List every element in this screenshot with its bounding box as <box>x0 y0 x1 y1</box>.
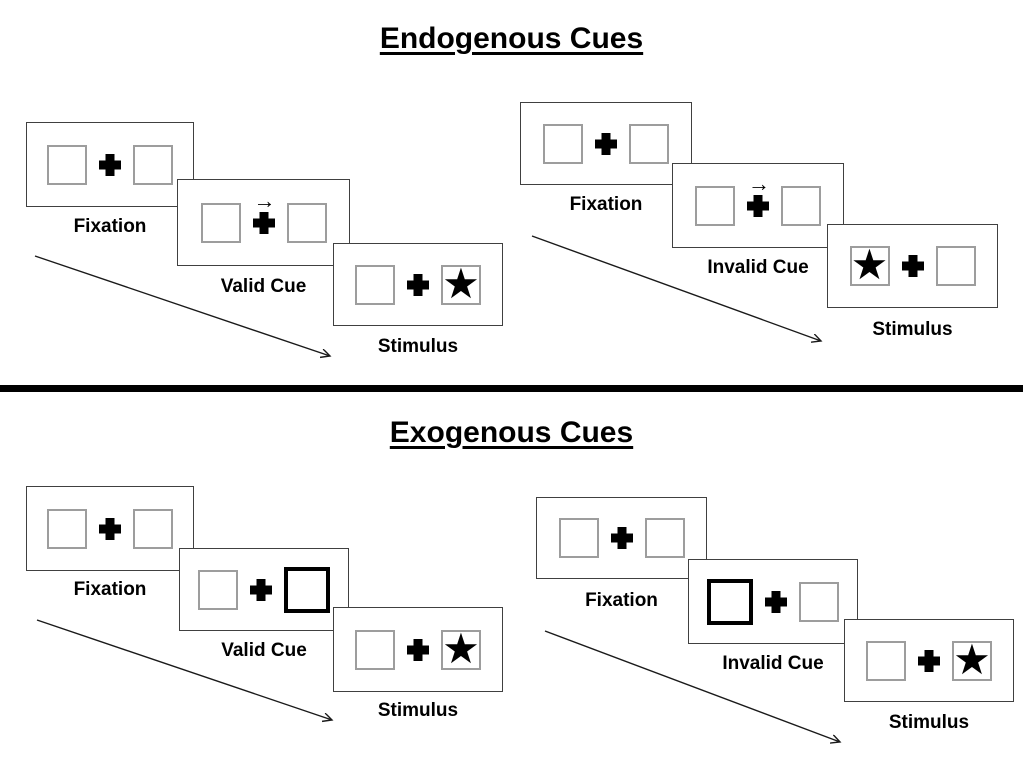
step-label-valid-cue: Valid Cue <box>220 276 307 297</box>
fixation-cross-icon <box>407 274 429 296</box>
left-placeholder-box <box>47 144 87 185</box>
right-placeholder-box <box>629 123 669 164</box>
endo-invalid-fixation-panel <box>520 102 692 185</box>
left-placeholder-box <box>198 569 238 610</box>
step-label-stimulus: Stimulus <box>377 336 459 357</box>
fixation-cross-icon <box>99 518 121 540</box>
fixation-cross-icon <box>765 591 787 613</box>
left-placeholder-box <box>558 518 599 558</box>
endo-invalid-cue-panel: → <box>672 163 844 248</box>
step-label-fixation: Fixation <box>73 579 147 600</box>
step-label-invalid-cue: Invalid Cue <box>707 257 809 278</box>
exo-valid-fixation-panel <box>26 486 194 571</box>
exo-invalid-fixation-panel <box>536 497 707 579</box>
fixation-cross-icon <box>611 527 633 549</box>
left-placeholder-box <box>866 640 906 681</box>
star-target-icon: ★ <box>850 241 889 288</box>
right-arrow-cue-icon: → <box>253 187 276 213</box>
left-placeholder-box <box>355 629 395 670</box>
step-label-fixation: Fixation <box>73 216 147 237</box>
right-placeholder-box <box>799 581 839 622</box>
step-label-invalid-cue: Invalid Cue <box>722 653 824 674</box>
endogenous-section-title: Endogenous Cues <box>379 22 644 55</box>
step-label-valid-cue: Valid Cue <box>221 640 307 661</box>
exo-invalid-cue-panel <box>688 559 858 644</box>
right-placeholder-box <box>133 508 173 549</box>
timeline-arrow-exogenous-valid <box>36 619 332 720</box>
right-placeholder-box <box>935 246 976 286</box>
exo-valid-cue-panel <box>179 548 349 631</box>
endo-valid-fixation-panel <box>26 122 194 207</box>
right-target-box: ★ <box>441 259 481 307</box>
step-label-stimulus: Stimulus <box>888 712 970 733</box>
right-placeholder-box <box>133 144 173 185</box>
step-label-stimulus: Stimulus <box>872 319 953 340</box>
right-placeholder-box <box>781 185 821 226</box>
fixation-cross-icon: → <box>253 189 276 234</box>
exo-invalid-stimulus-panel: ★ <box>844 619 1014 702</box>
left-placeholder-box <box>200 202 241 243</box>
exo-valid-stimulus-panel: ★ <box>333 607 503 692</box>
fixation-cross-icon <box>407 639 429 661</box>
left-placeholder-box <box>355 264 395 305</box>
step-label-stimulus: Stimulus <box>377 700 459 721</box>
fixation-cross-icon <box>250 579 272 601</box>
endo-invalid-stimulus-panel: ★ <box>827 224 998 308</box>
left-highlighted-cue-box <box>707 578 753 625</box>
step-label-fixation: Fixation <box>585 590 658 611</box>
fixation-cross-icon <box>595 133 617 155</box>
right-placeholder-box <box>286 202 327 243</box>
timeline-arrow-endogenous-valid <box>34 255 330 356</box>
left-target-box: ★ <box>849 241 890 288</box>
fixation-cross-icon <box>902 255 924 277</box>
right-target-box: ★ <box>952 635 992 683</box>
star-target-icon: ★ <box>442 624 480 672</box>
fixation-cross-icon: → <box>747 172 770 217</box>
fixation-cross-icon <box>99 154 121 176</box>
star-target-icon: ★ <box>442 259 480 307</box>
right-placeholder-box <box>644 518 685 558</box>
timeline-arrow-endogenous-invalid <box>531 235 821 341</box>
section-divider <box>0 385 1023 392</box>
star-target-icon: ★ <box>953 635 991 683</box>
right-target-box: ★ <box>441 624 481 672</box>
left-placeholder-box <box>543 123 583 164</box>
right-arrow-cue-icon: → <box>748 170 770 196</box>
exogenous-section-title: Exogenous Cues <box>389 416 634 449</box>
left-placeholder-box <box>47 508 87 549</box>
endo-valid-cue-panel: → <box>177 179 350 266</box>
step-label-fixation: Fixation <box>569 194 643 215</box>
right-highlighted-cue-box <box>284 566 330 613</box>
endo-valid-stimulus-panel: ★ <box>333 243 503 326</box>
timeline-arrow-exogenous-invalid <box>544 630 840 742</box>
left-placeholder-box <box>695 185 735 226</box>
fixation-cross-icon <box>918 650 940 672</box>
